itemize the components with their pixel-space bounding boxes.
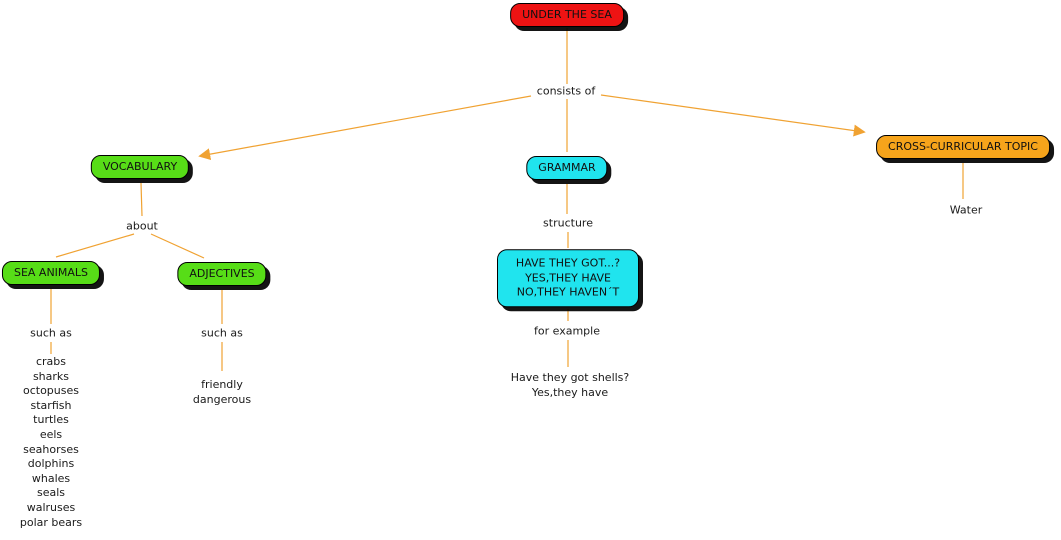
animal-item: seahorses	[23, 442, 79, 456]
leaf-example-sentences[interactable]: Have they got shells? Yes,they have	[511, 371, 630, 400]
leaf-animal-list[interactable]: crabs sharks octopuses starfish turtles …	[20, 355, 82, 530]
node-sea-animals[interactable]: SEA ANIMALS	[1, 261, 101, 285]
example-sentence: Have they got shells?	[510, 371, 630, 384]
example-sentence: Yes,they have	[531, 385, 609, 399]
linking-phrase-such-as-adjectives[interactable]: such as	[201, 326, 243, 340]
animal-item: octopuses	[22, 384, 79, 398]
adjective-item: dangerous	[192, 392, 252, 406]
animal-item: dolphins	[27, 457, 75, 471]
node-under-the-sea[interactable]: UNDER THE SEA	[510, 3, 624, 27]
structure-line: HAVE THEY GOT...?	[515, 256, 621, 270]
structure-line: YES,THEY HAVE	[525, 270, 611, 284]
node-grammar-structure[interactable]: HAVE THEY GOT...? YES,THEY HAVE NO,THEY …	[497, 249, 639, 307]
linking-phrase-about[interactable]: about	[126, 219, 158, 233]
animal-item: turtles	[33, 413, 69, 427]
leaf-water[interactable]: Water	[949, 203, 983, 217]
node-vocabulary[interactable]: VOCABULARY	[90, 155, 190, 179]
animal-item: eels	[39, 427, 63, 441]
animal-item: polar bears	[19, 515, 83, 529]
linking-phrase-such-as-animals[interactable]: such as	[30, 326, 72, 340]
animal-item: crabs	[35, 355, 67, 368]
animal-item: starfish	[30, 398, 72, 412]
animal-item: sharks	[32, 369, 70, 383]
animal-item: seals	[36, 486, 66, 500]
linking-phrase-for-example[interactable]: for example	[534, 324, 600, 338]
animal-item: walruses	[26, 500, 76, 514]
node-cross-curricular-topic[interactable]: CROSS-CURRICULAR TOPIC	[876, 135, 1050, 159]
adjective-item: friendly	[201, 378, 243, 391]
linking-phrase-structure[interactable]: structure	[543, 216, 593, 230]
structure-line: NO,THEY HAVEN´T	[516, 285, 620, 299]
node-grammar[interactable]: GRAMMAR	[526, 156, 608, 180]
leaf-adjective-examples[interactable]: friendly dangerous	[193, 378, 251, 407]
animal-item: whales	[31, 471, 71, 485]
node-adjectives[interactable]: ADJECTIVES	[177, 262, 267, 286]
linking-phrase-consists-of[interactable]: consists of	[536, 84, 596, 98]
